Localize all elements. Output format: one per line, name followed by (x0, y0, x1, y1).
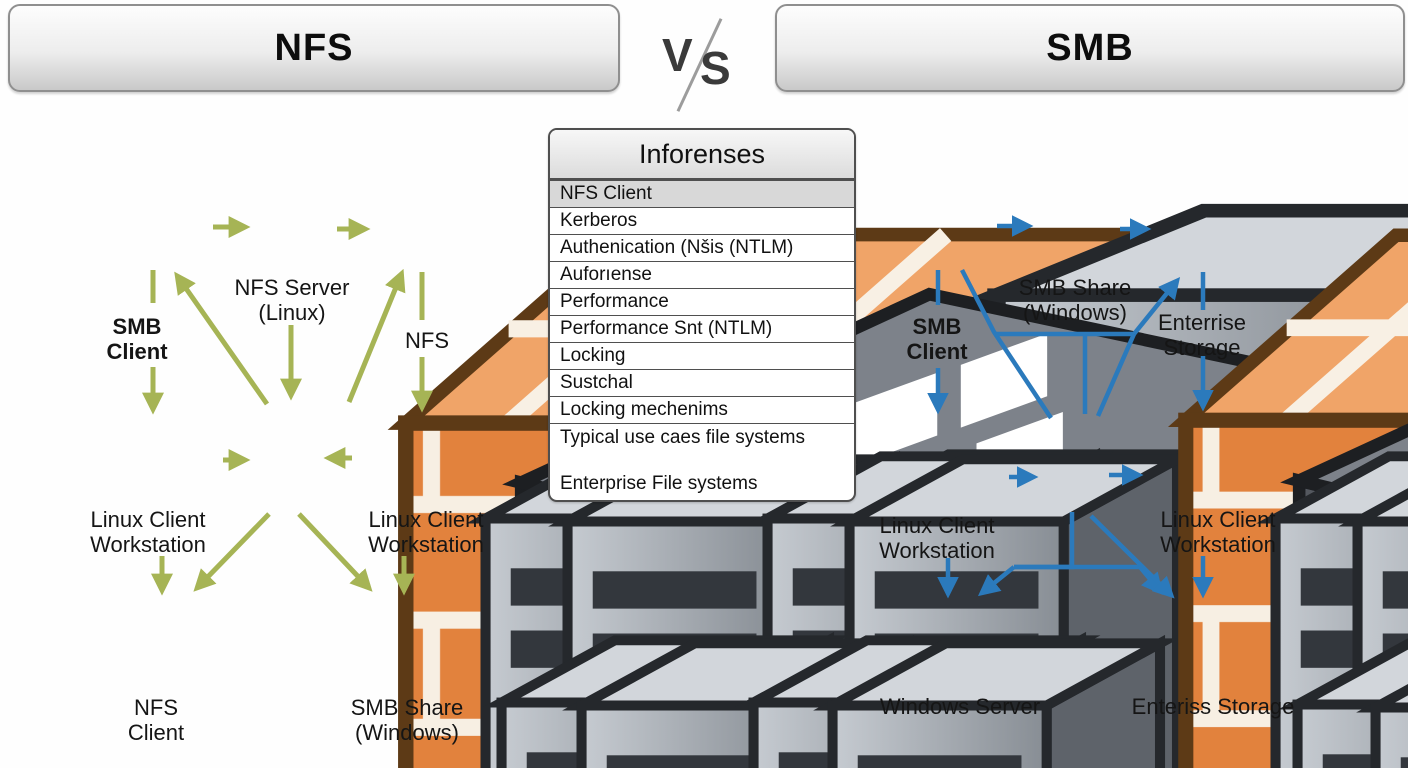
table-row: Authenication (Nšis (NTLM) (550, 234, 854, 261)
smb-right-workstation-label: Linux Client Workstation (1160, 507, 1276, 557)
nfs-left-workstation-label: Linux Client Workstation (90, 507, 206, 557)
arrow-central-server-to-storage (346, 268, 406, 403)
smb-left-workstation-label: Linux Client Workstation (879, 513, 995, 563)
smb-header-bar: SMB (775, 4, 1405, 92)
table-row: Kerberos (550, 207, 854, 234)
connector-bus-to-central (1095, 333, 1137, 417)
comparison-table: Inforenses NFS Client Kerberos Authenica… (548, 128, 856, 502)
nfs-right-workstation-label: Linux Client Workstation (368, 507, 484, 557)
nfs-header-bar: NFS (8, 4, 620, 92)
smb-bottom-right-label: Enteriss Storage (1131, 694, 1295, 719)
smb-server-label: SMB Share (Windows) (1018, 275, 1132, 325)
nfs-bottom-left-label: NFS Client (127, 695, 185, 745)
smb-storage-label: Enterrise Storage (1157, 310, 1247, 360)
arrow-central-to-bottom-right (297, 512, 373, 592)
smb-arrows (927, 215, 1214, 599)
arrow-to-windows-server (977, 565, 1016, 597)
table-row: Enterprise File systems (560, 473, 758, 494)
table-row: Performance Snt (NTLM) (550, 315, 854, 342)
table-row: NFS Client (550, 180, 854, 207)
smb-bottom-left-label: Windows Server (879, 694, 1041, 719)
table-row: Auforıense (550, 261, 854, 288)
nfs-bottom-right-label: SMB Share (Windows) (350, 695, 464, 745)
arrow-central-to-bottom-left (193, 512, 271, 592)
nfs-protocol-label: NFS (405, 328, 449, 353)
vs-letter-s: S (700, 42, 731, 94)
nfs-arrows (141, 215, 434, 596)
nfs-server-label: NFS Server (Linux) (234, 275, 350, 325)
vs-letter-v: V (662, 29, 693, 81)
table-row: Typical use caes file systems (550, 423, 854, 454)
arrow-central-to-bottom-storage (1089, 514, 1175, 599)
arrow-central-server-to-firewall (174, 271, 270, 406)
table-row: Locking mechenims (550, 396, 854, 423)
smb-smb-client-label: SMB Client (906, 314, 968, 364)
nfs-smb-client-label: SMB Client (106, 314, 168, 364)
nfs-header-title: NFS (274, 26, 354, 69)
comparison-table-title: Inforenses (550, 130, 854, 180)
table-row: Sustchal (550, 369, 854, 396)
table-row: Performance (550, 288, 854, 315)
arrow-bus-to-storage (1132, 276, 1181, 336)
smb-header-title: SMB (1046, 26, 1134, 69)
table-row: Locking (550, 342, 854, 369)
